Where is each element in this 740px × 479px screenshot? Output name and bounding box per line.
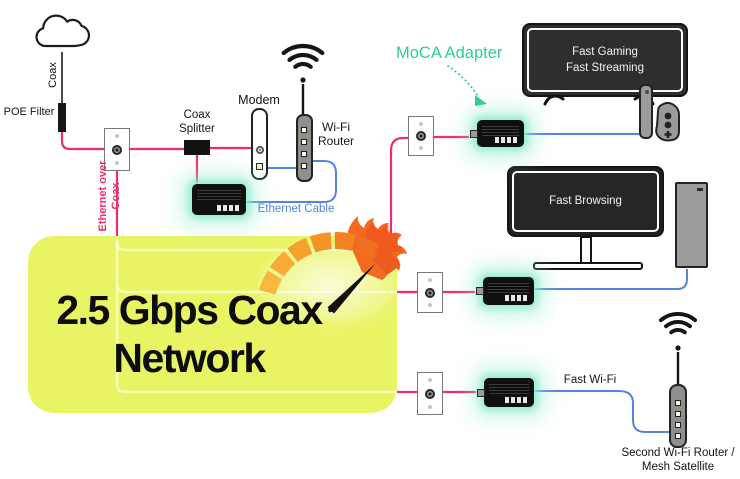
screw-icon [115, 134, 119, 138]
coax-jack-icon [425, 287, 435, 298]
monitor-stand-base [533, 262, 643, 270]
adapter-leds [505, 295, 527, 301]
tv-screen: Fast Gaming Fast Streaming [527, 28, 683, 92]
moca-adapter-4 [477, 378, 534, 407]
modem-ethernet-port [256, 163, 263, 170]
moca-adapter-2 [470, 120, 524, 147]
second-router-antenna-tip [675, 345, 681, 351]
second-wifi-router [669, 384, 687, 448]
wall-plate-4 [417, 372, 443, 415]
adapter-coax-nub [470, 129, 478, 138]
desktop-tower [675, 182, 708, 268]
moca-adapter-3 [476, 277, 534, 305]
screw-icon [428, 303, 432, 307]
router-port [301, 163, 307, 169]
second-router-label-line2: Mesh Satellite [641, 460, 715, 473]
banner-headline: 2.5 Gbps Coax Network [24, 286, 354, 383]
ethernet-over-coax-label: Ethernet over Coax [97, 160, 122, 232]
ethernet-cable-label: Ethernet Cable [257, 203, 335, 215]
gauge-needle [327, 263, 376, 314]
tv-leg-icon [543, 94, 565, 106]
gaming-tv-text-line1: Fast Gaming [572, 46, 638, 59]
wifi-router-label: Wi-Fi Router [317, 120, 355, 149]
router-port [675, 400, 681, 406]
adapter-vents [482, 124, 519, 137]
router-port [675, 411, 681, 417]
wall-plate-1 [104, 128, 130, 171]
poe-filter [58, 103, 66, 132]
banner-line1: 2.5 Gbps Coax [56, 287, 323, 333]
moca-adapter-1 [192, 184, 246, 215]
router-antenna-tip [300, 77, 306, 83]
cloud-icon [35, 14, 90, 48]
adapter-vents [488, 281, 529, 294]
adapter-coax-nub [477, 388, 485, 397]
gaming-tv: Fast Gaming Fast Streaming [522, 23, 688, 97]
router-port [675, 433, 681, 439]
coax-splitter-label: Coax Splitter [179, 109, 215, 135]
coax-splitter [184, 140, 210, 155]
screw-icon [428, 378, 432, 382]
power-led [697, 188, 703, 191]
router-port [301, 127, 307, 133]
wifi-router [296, 114, 313, 182]
wifi-signal-icon [658, 312, 698, 335]
router-port [301, 139, 307, 145]
gaming-tv-text-line2: Fast Streaming [566, 61, 644, 74]
adapter-leds [495, 137, 517, 143]
coax-jack-icon [416, 131, 426, 141]
console-button [644, 90, 649, 94]
monitor-screen: Fast Browsing [512, 171, 659, 232]
second-router-label: Second Wi-Fi Router / Mesh Satellite [598, 447, 740, 474]
screw-icon [419, 122, 423, 126]
game-console [639, 84, 653, 139]
adapter-coax-nub [476, 287, 484, 295]
browsing-monitor: Fast Browsing [507, 166, 664, 237]
coax-jack-icon [112, 144, 122, 155]
coax-jack-icon [425, 388, 435, 399]
modem [251, 108, 268, 180]
screw-icon [115, 161, 119, 165]
adapter-leds [217, 205, 239, 211]
modem-label: Modem [238, 93, 280, 107]
banner-line2: Network [113, 335, 266, 382]
game-controller-icon [655, 102, 680, 142]
screw-icon [419, 146, 423, 150]
modem-coax-port [255, 146, 264, 154]
screw-icon [428, 405, 432, 409]
browsing-text: Fast Browsing [549, 195, 622, 208]
adapter-vents [197, 188, 241, 201]
speed-gauge-icon [258, 216, 407, 321]
coax-feed-label: Coax [46, 62, 59, 88]
fast-wifi-label: Fast Wi-Fi [563, 374, 617, 386]
second-router-label-line1: Second Wi-Fi Router / [621, 447, 735, 459]
wall-plate-3 [417, 272, 443, 313]
wifi-signal-icon [281, 43, 325, 69]
adapter-leds [505, 397, 527, 403]
adapter-vents [489, 382, 529, 395]
router-port [301, 151, 307, 157]
wall-plate-2 [408, 116, 434, 156]
moca-adapter-callout-label: MoCA Adapter [396, 44, 503, 62]
moca-callout-arrow-icon [447, 65, 487, 106]
screw-icon [428, 278, 432, 282]
poe-filter-label: POE Filter [3, 106, 55, 118]
monitor-stand-pole [580, 236, 592, 264]
router-port [675, 422, 681, 428]
